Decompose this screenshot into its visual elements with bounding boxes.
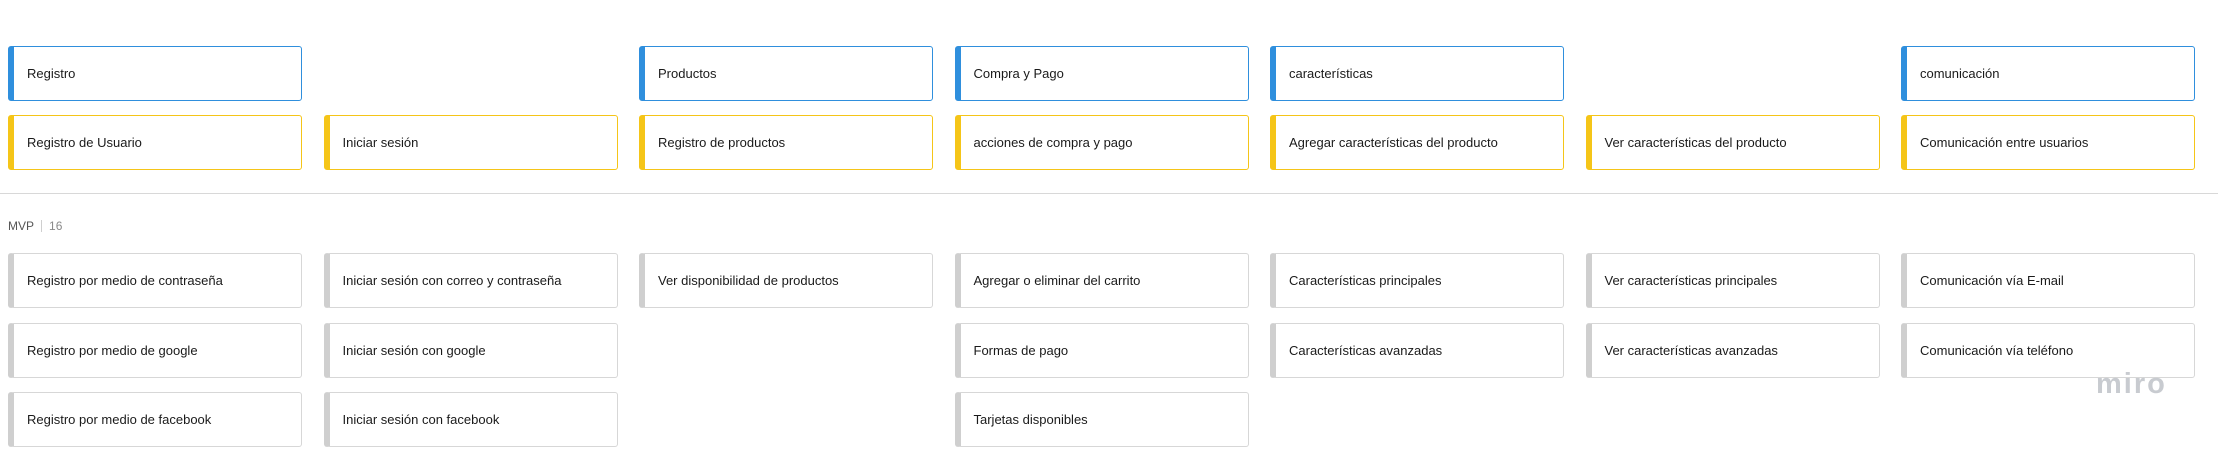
- story-card-label: Tarjetas disponibles: [973, 412, 1088, 427]
- story-card[interactable]: Ver disponibilidad de productos: [639, 253, 933, 308]
- story-card[interactable]: Características avanzadas: [1270, 322, 1564, 378]
- story-card-label: Características principales: [1289, 273, 1442, 288]
- feature-card[interactable]: Ver características del producto: [1585, 115, 1880, 170]
- feature-card-label: acciones de compra y pago: [973, 135, 1133, 150]
- story-card[interactable]: Iniciar sesión con facebook: [323, 392, 618, 447]
- feature-card-label: Iniciar sesión: [342, 135, 419, 150]
- story-card[interactable]: Ver características principales: [1585, 253, 1880, 308]
- story-card-label: Ver disponibilidad de productos: [658, 273, 839, 288]
- story-card-label: Iniciar sesión con correo y contraseña: [342, 273, 562, 288]
- story-card[interactable]: Comunicación vía teléfono: [1901, 322, 2195, 378]
- story-card[interactable]: Iniciar sesión con google: [323, 322, 618, 378]
- story-card[interactable]: Tarjetas disponibles: [954, 392, 1249, 447]
- story-card-label: Ver características principales: [1604, 273, 1778, 288]
- story-card-label: Características avanzadas: [1289, 342, 1443, 358]
- feature-card-label: Ver características del producto: [1604, 135, 1787, 150]
- epic-card[interactable]: Compra y Pago: [954, 46, 1249, 101]
- epic-card[interactable]: comunicación: [1901, 46, 2195, 101]
- epic-card[interactable]: Productos: [639, 46, 933, 101]
- feature-card-label: Registro de productos: [658, 135, 786, 150]
- epic-card-label: comunicación: [1920, 66, 2000, 81]
- story-card[interactable]: Registro por medio de contraseña: [8, 253, 302, 308]
- story-card[interactable]: Características principales: [1270, 253, 1564, 308]
- story-card[interactable]: Formas de pago: [954, 322, 1249, 378]
- epic-card-label: Productos: [658, 66, 717, 81]
- story-card-label: Comunicación vía teléfono: [1920, 342, 2074, 358]
- story-card[interactable]: Iniciar sesión con correo y contraseña: [323, 253, 618, 308]
- story-card[interactable]: Registro por medio de facebook: [8, 392, 302, 447]
- feature-card-label: Comunicación entre usuarios: [1920, 135, 2089, 150]
- release-name: MVP: [8, 219, 35, 233]
- story-card[interactable]: Ver características avanzadas: [1585, 322, 1880, 378]
- story-card-label: Registro por medio de contraseña: [27, 273, 223, 288]
- epic-card-label: características: [1289, 66, 1373, 81]
- feature-card-label: Agregar características del producto: [1289, 135, 1498, 150]
- story-card-label: Registro por medio de facebook: [27, 412, 212, 427]
- story-card-label: Comunicación vía E-mail: [1920, 273, 2064, 288]
- story-card[interactable]: Comunicación vía E-mail: [1901, 253, 2195, 308]
- story-card-label: Ver características avanzadas: [1604, 342, 1778, 358]
- feature-card[interactable]: Registro de Usuario: [8, 115, 302, 170]
- feature-card[interactable]: Agregar características del producto: [1270, 115, 1564, 170]
- release-label[interactable]: MVP 16: [8, 219, 62, 233]
- feature-card[interactable]: Registro de productos: [639, 115, 933, 170]
- miro-logo: miro: [2096, 368, 2167, 400]
- story-card-label: Iniciar sesión con facebook: [342, 412, 500, 427]
- feature-card-label: Registro de Usuario: [27, 135, 142, 150]
- story-card[interactable]: Agregar o eliminar del carrito: [954, 253, 1249, 308]
- epic-card-label: Compra y Pago: [973, 66, 1064, 81]
- epic-card[interactable]: Registro: [8, 46, 302, 101]
- story-card-label: Registro por medio de google: [27, 342, 198, 358]
- story-card-label: Iniciar sesión con google: [342, 342, 486, 358]
- release-separator: [41, 220, 43, 232]
- story-card-label: Agregar o eliminar del carrito: [973, 273, 1141, 288]
- epic-card[interactable]: características: [1270, 46, 1564, 101]
- story-card[interactable]: Registro por medio de google: [8, 322, 302, 378]
- story-card-label: Formas de pago: [973, 342, 1069, 358]
- epic-card-label: Registro: [27, 66, 76, 81]
- feature-card[interactable]: Iniciar sesión: [323, 115, 618, 170]
- feature-card[interactable]: Comunicación entre usuarios: [1901, 115, 2195, 170]
- release-divider: [0, 193, 2218, 194]
- release-count: 16: [49, 219, 63, 233]
- feature-card[interactable]: acciones de compra y pago: [954, 115, 1249, 170]
